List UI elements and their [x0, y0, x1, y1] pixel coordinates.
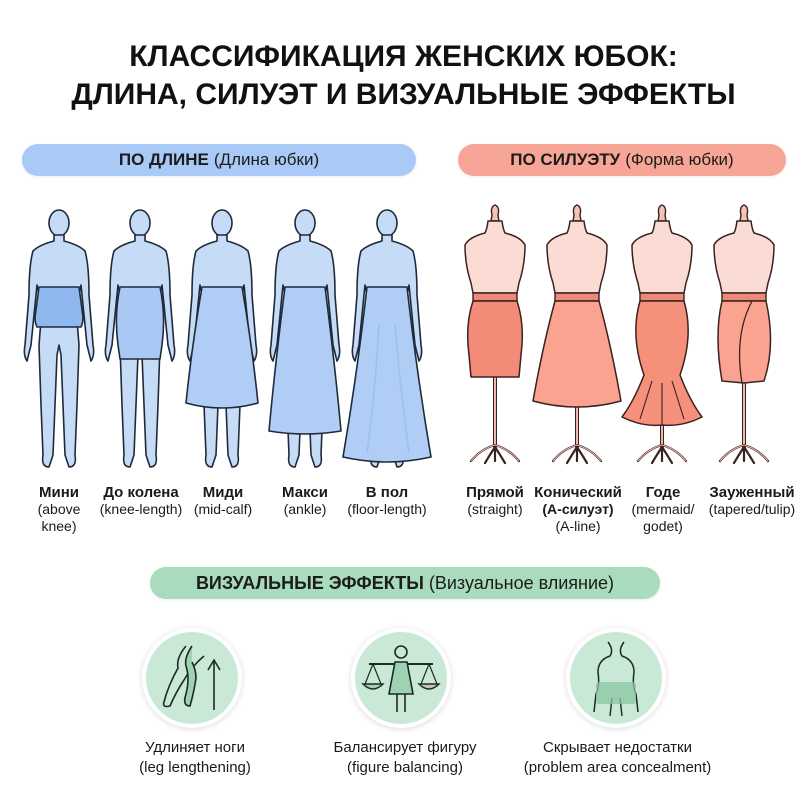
length-section-header: ПО ДЛИНЕ (Длина юбки) — [22, 144, 416, 176]
figure-maxi-skirt-icon — [268, 209, 342, 468]
title-line-2: ДЛИНА, СИЛУЭТ И ВИЗУАЛЬНЫЕ ЭФФЕКТЫ — [71, 78, 736, 111]
length-label-maxi: Макси (ankle) — [282, 484, 328, 517]
figure-scales-icon — [351, 628, 451, 728]
title-line-1: КЛАССИФИКАЦИЯ ЖЕНСКИХ ЮБОК: — [129, 40, 678, 73]
length-label-floor: В пол (floor-length) — [347, 484, 427, 517]
mannequin-mermaid-skirt-icon — [621, 203, 703, 465]
length-header-note: (Длина юбки) — [213, 150, 320, 169]
figure-floor-skirt-icon — [342, 209, 432, 468]
silhouette-label-mermaid: Годе (mermaid/ godet) — [631, 484, 695, 534]
effects-header-bold: ВИЗУАЛЬНЫЕ ЭФФЕКТЫ — [195, 572, 424, 593]
figure-midi-skirt-icon — [185, 209, 259, 468]
effect-label-leg-lengthening: Удлиняет ноги (leg lengthening) — [139, 739, 251, 776]
effects-header-note: (Визуальное влияние) — [428, 572, 615, 593]
mannequin-straight-skirt-icon — [463, 203, 527, 465]
effect-label-concealment: Скрывает недостатки (problem area concea… — [523, 739, 712, 776]
figure-knee-skirt-icon — [104, 209, 176, 468]
effects-section-header: ВИЗУАЛЬНЫЕ ЭФФЕКТЫ (Визуальное влияние) — [150, 567, 660, 599]
silhouette-label-straight: Прямой (straight) — [466, 484, 524, 517]
figure-mini-skirt-icon — [23, 209, 95, 468]
mannequin-a-line-skirt-icon — [532, 203, 622, 465]
silhouette-header-note: (Форма юбки) — [625, 150, 734, 169]
length-label-knee: До колена (knee-length) — [99, 484, 183, 517]
silhouette-label-tulip: Зауженный (tapered/tulip) — [708, 484, 796, 517]
mannequin-tulip-skirt-icon — [712, 203, 776, 465]
silhouette-label-a-line: Конический (А-силуэт) (A-line) — [534, 484, 622, 534]
silhouette-header-bold: ПО СИЛУЭТУ — [510, 150, 621, 169]
legs-arrow-up-icon — [142, 628, 242, 728]
length-label-midi: Миди (mid-calf) — [193, 484, 253, 517]
length-label-mini: Мини (above knee) — [37, 484, 81, 534]
page-title: КЛАССИФИКАЦИЯ ЖЕНСКИХ ЮБОК: ДЛИНА, СИЛУЭ… — [0, 38, 807, 114]
effect-label-figure-balancing: Балансирует фигуру (figure balancing) — [333, 739, 477, 776]
body-concealment-icon — [566, 628, 666, 728]
silhouette-section-header: ПО СИЛУЭТУ (Форма юбки) — [458, 144, 786, 176]
length-header-bold: ПО ДЛИНЕ — [118, 150, 209, 169]
